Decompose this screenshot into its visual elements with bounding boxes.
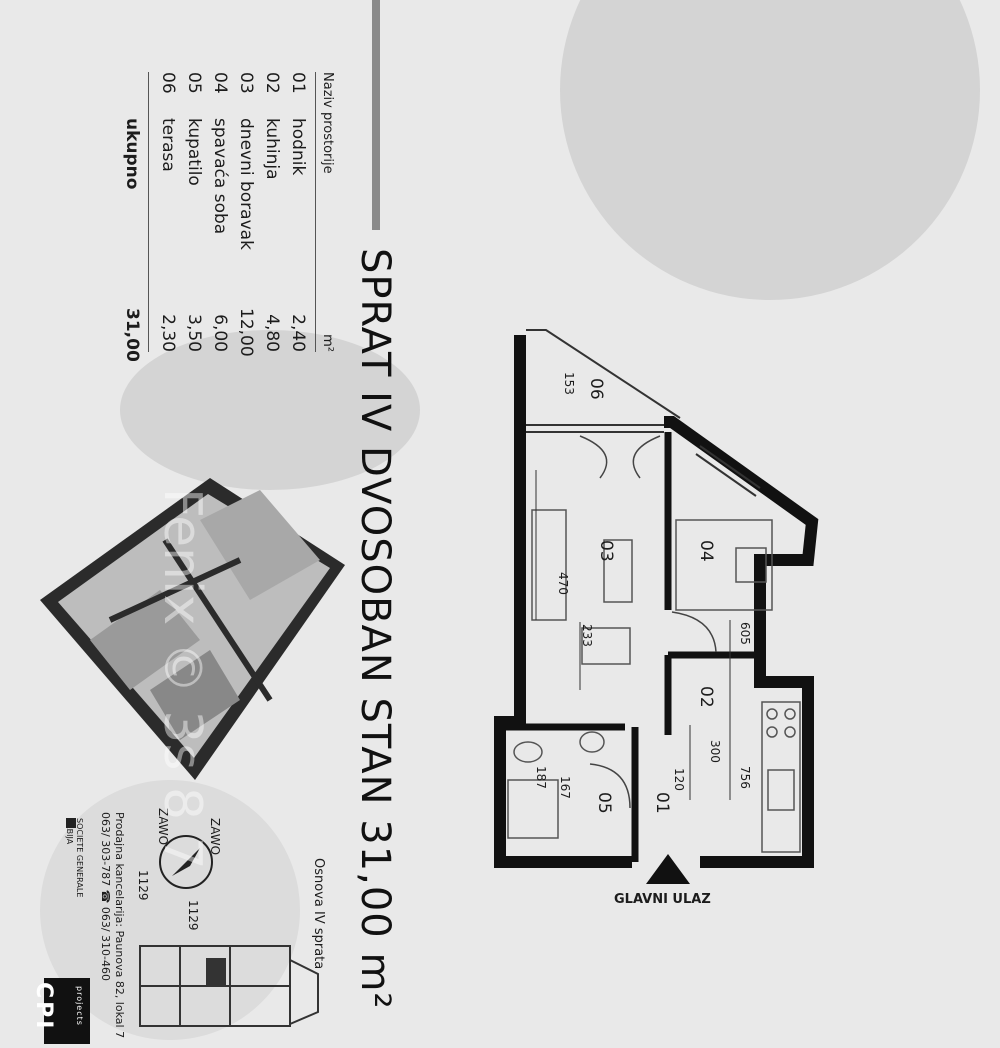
interior-walls — [500, 432, 760, 862]
logo-main: CPI — [31, 982, 56, 1032]
entrance-label: GLAVNI ULAZ — [614, 892, 711, 907]
terrace-outline — [526, 329, 681, 433]
exterior-walls — [494, 335, 819, 868]
dimension-lines — [535, 470, 731, 800]
background-wave — [120, 330, 420, 490]
logo-sub: projects — [75, 986, 84, 1026]
doors — [579, 435, 717, 809]
cpi-logo: CPI projects — [31, 978, 90, 1044]
kitchen-counter — [761, 701, 801, 853]
window — [695, 445, 761, 497]
entrance-arrow — [646, 854, 690, 884]
bed — [675, 519, 773, 611]
watermark: Fenix © 3s 8 7 — [152, 488, 212, 870]
bank-flag-icon — [66, 818, 76, 828]
living-furniture — [531, 509, 633, 665]
accent-bar — [372, 0, 380, 230]
bathroom-fixtures — [507, 731, 605, 839]
